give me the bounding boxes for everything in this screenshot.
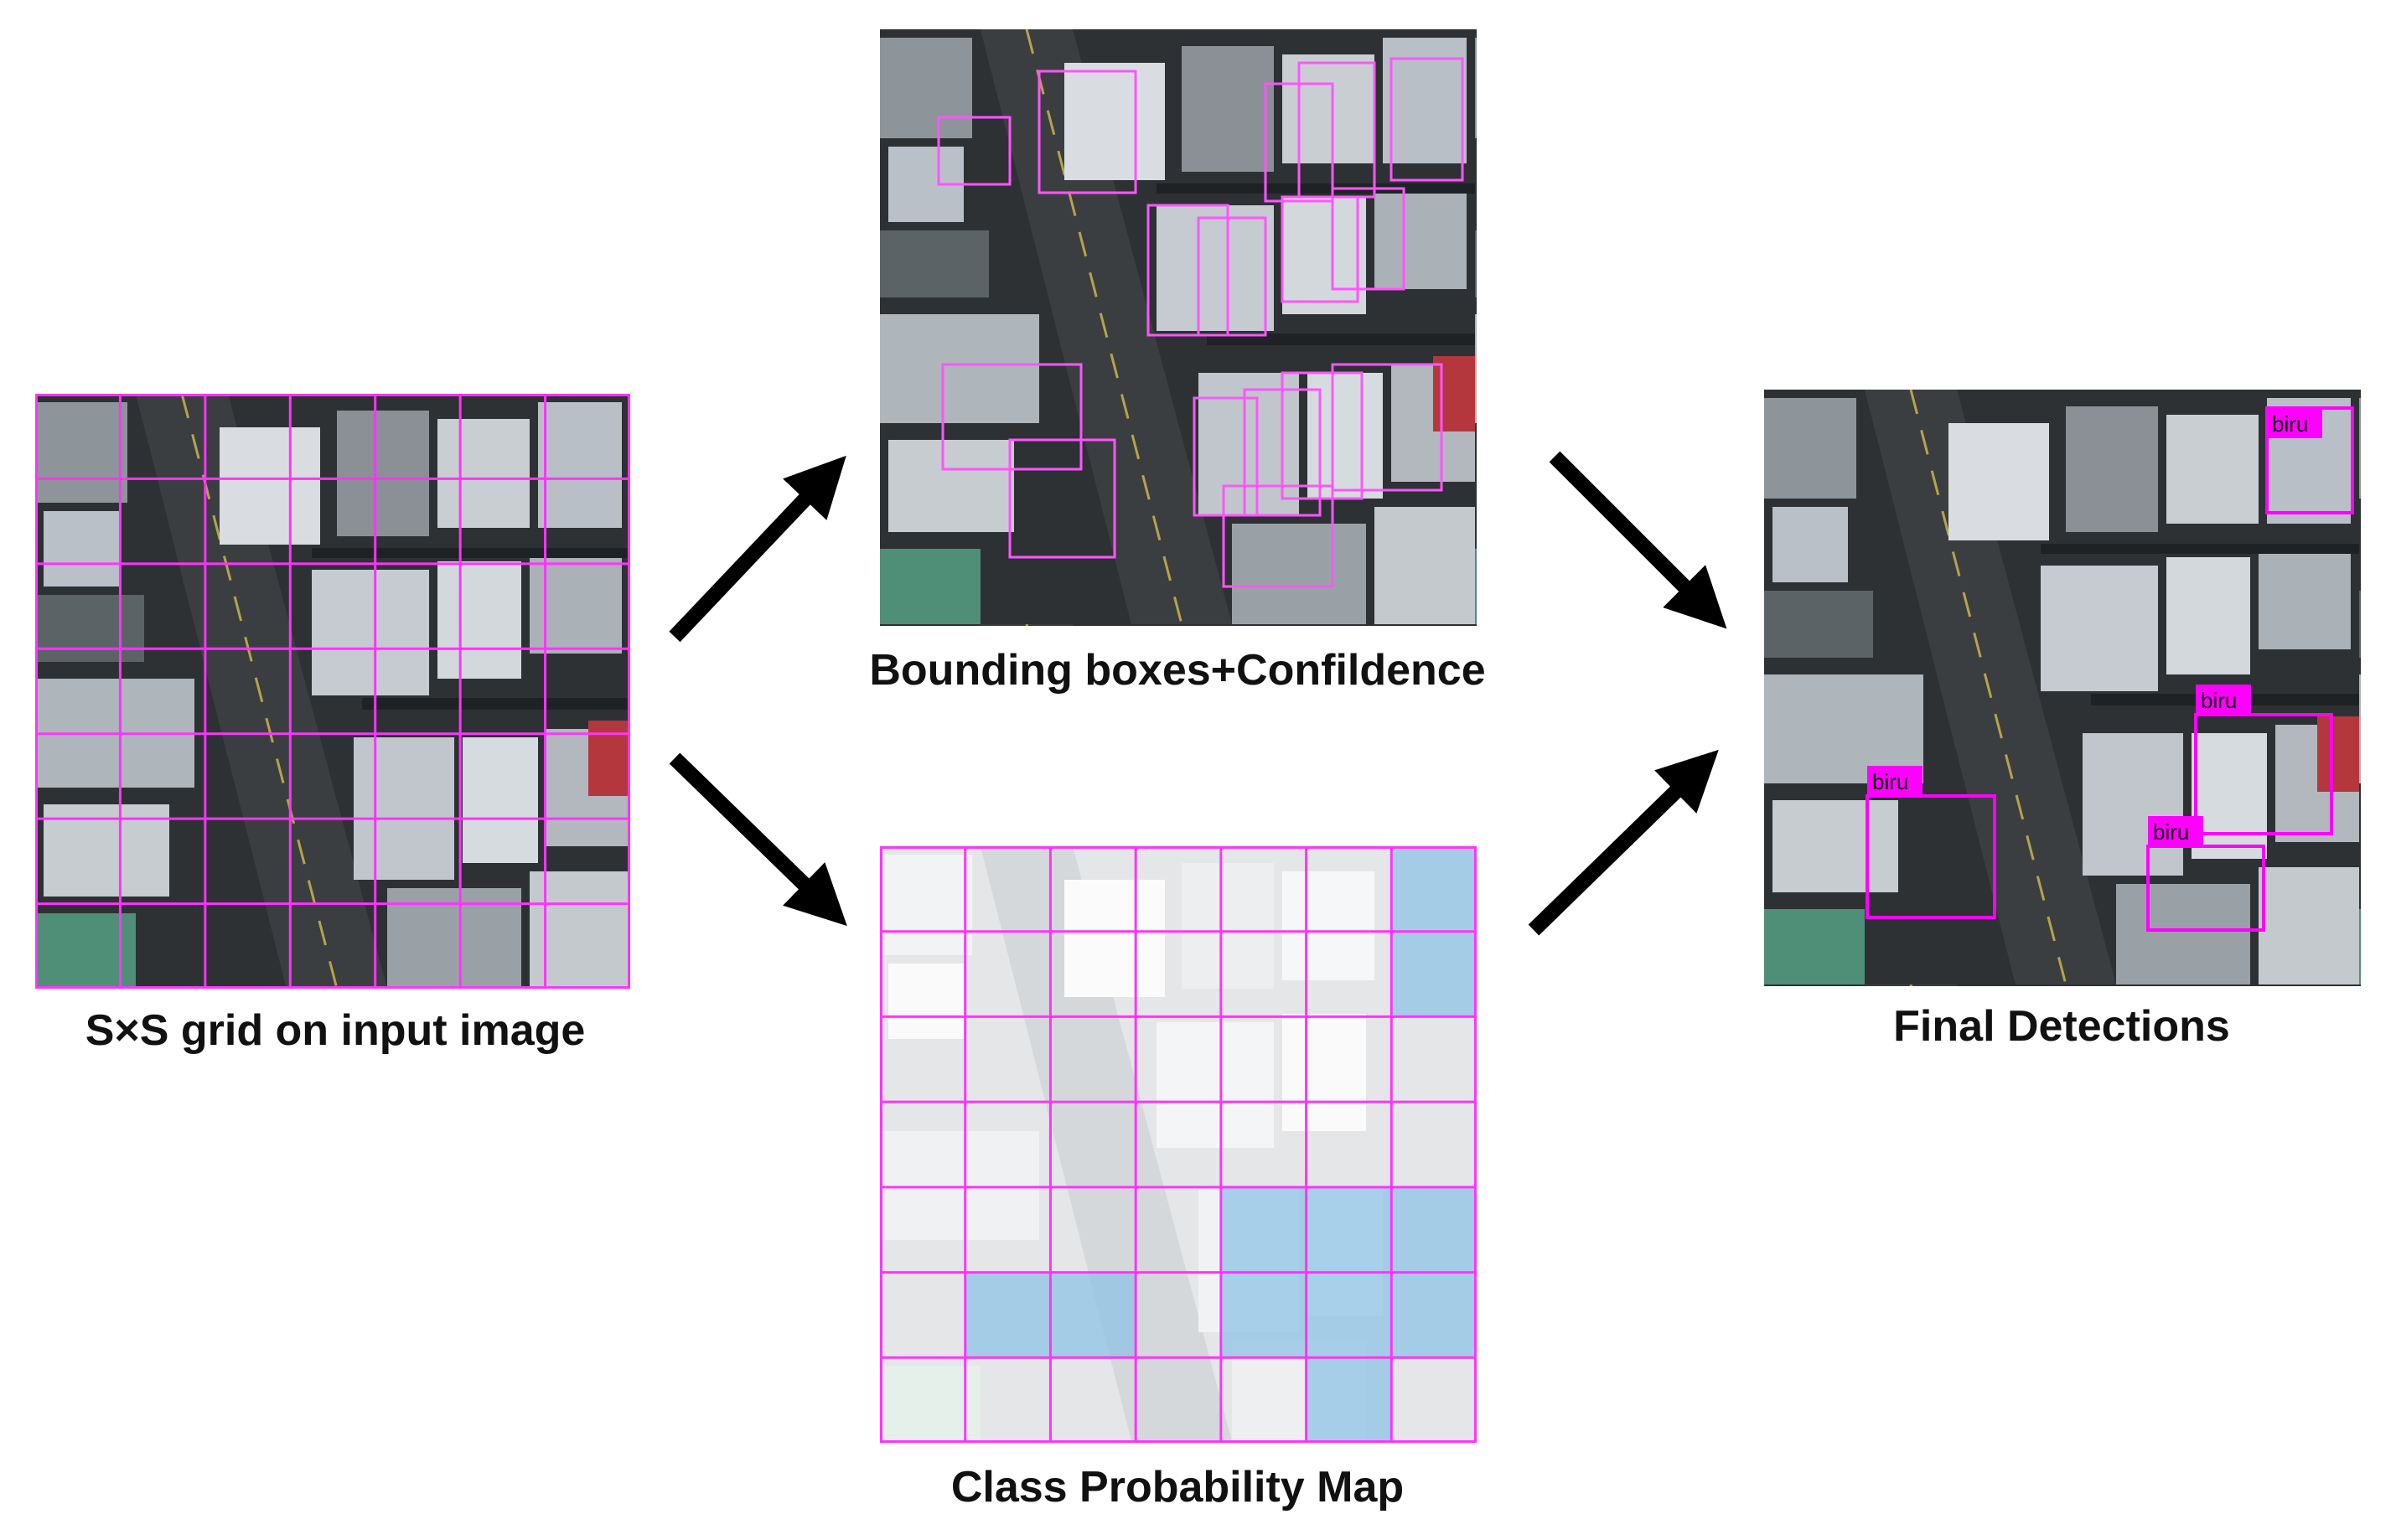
- probability-cell: [1306, 1272, 1392, 1358]
- grid-input-image: [35, 394, 630, 989]
- caption-final: Final Detections: [1893, 1002, 2230, 1051]
- svg-text:biru: biru: [2201, 688, 2237, 713]
- bbox: [937, 116, 1012, 186]
- class-probability-image: [880, 846, 1477, 1443]
- bbox: [1222, 484, 1334, 588]
- final-detections-panel: biru biru biru biru: [1764, 390, 2361, 986]
- probability-cell: [965, 1272, 1051, 1358]
- svg-text:biru: biru: [2272, 411, 2308, 437]
- grid-lines: [35, 394, 630, 989]
- caption-bboxes: Bounding boxes+Confildence: [869, 646, 1486, 695]
- class-probability-panel: [880, 846, 1477, 1443]
- bbox: [1389, 57, 1464, 182]
- bbox: [1197, 216, 1267, 337]
- detection-tag: biru: [1867, 766, 1922, 796]
- probability-cell: [1391, 846, 1477, 932]
- arrow-classmap-to-final: [1528, 749, 1719, 936]
- final-detections-image: biru biru biru biru: [1764, 390, 2361, 986]
- arrow-bboxes-to-final: [1549, 451, 1727, 629]
- detection-tag: biru: [2148, 816, 2203, 846]
- bbox: [1281, 371, 1364, 500]
- detection-tag: biru: [2267, 408, 2322, 438]
- probability-cell: [1306, 1357, 1392, 1443]
- arrow-to-bboxes: [669, 455, 846, 643]
- bbox: [941, 363, 1083, 471]
- detection-box: [2194, 713, 2333, 835]
- svg-text:biru: biru: [2153, 819, 2189, 845]
- probability-cell: [1391, 1272, 1477, 1358]
- probability-cell: [1220, 1186, 1307, 1273]
- probability-cell: [1306, 1186, 1392, 1273]
- probability-cell: [1050, 1272, 1136, 1358]
- bbox: [1008, 438, 1116, 559]
- bbox: [1193, 396, 1259, 517]
- grid-input-image-panel: [35, 394, 630, 989]
- probability-cell: [1391, 931, 1477, 1017]
- detection-box: [2146, 845, 2265, 932]
- arrow-to-classmap: [669, 752, 847, 927]
- bbox: [1146, 204, 1229, 337]
- detection-tag: biru: [2196, 685, 2251, 715]
- caption-grid: S×S grid on input image: [85, 1006, 586, 1055]
- bbox: [1281, 195, 1359, 303]
- probability-cell: [1220, 1272, 1307, 1358]
- bbox: [1038, 70, 1137, 194]
- probability-cells: [965, 846, 1477, 1443]
- bounding-boxes-panel: [880, 29, 1477, 626]
- svg-text:biru: biru: [1872, 769, 1908, 794]
- bbox: [1331, 363, 1443, 492]
- bbox: [1331, 187, 1405, 291]
- probability-cell: [1391, 1186, 1477, 1273]
- grid-lines: [880, 846, 1477, 1443]
- caption-classmap: Class Probability Map: [950, 1463, 1405, 1512]
- detection-box: [1866, 794, 1996, 919]
- bounding-boxes-image: [880, 29, 1477, 626]
